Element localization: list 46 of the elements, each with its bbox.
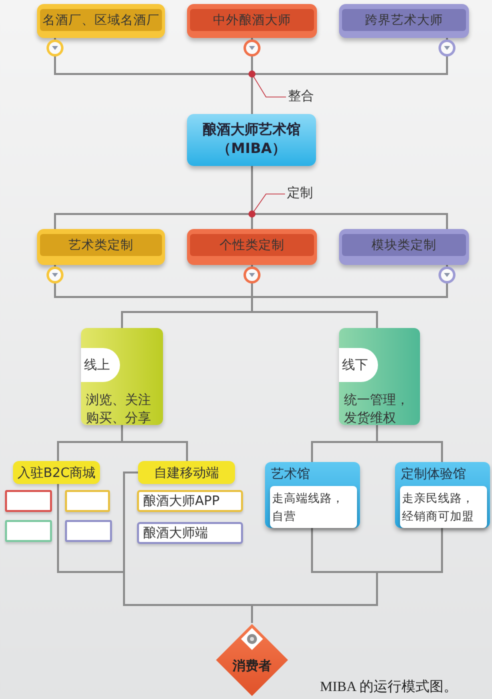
description-text: 浏览、关注购买、分享 — [86, 392, 152, 428]
store-label: 酿酒大师APP — [143, 493, 220, 510]
store-box — [137, 522, 243, 544]
venue-heading: 艺术馆 — [271, 466, 310, 483]
description-text: 走亲民线路，经销商可加盟 — [400, 486, 487, 528]
category-tab — [37, 229, 165, 265]
category-label: 艺术类定制 — [40, 234, 162, 256]
channel-heading: 线下 — [339, 348, 378, 382]
store-box — [65, 490, 110, 512]
edge-label: 整合 — [288, 88, 314, 105]
venue-heading: 定制体验馆 — [401, 466, 466, 483]
category-tab — [187, 229, 317, 265]
category-tab — [187, 4, 317, 38]
category-label: 跨界艺术大师 — [342, 9, 466, 31]
venue-panel — [265, 462, 360, 528]
store-box — [65, 520, 112, 542]
connector-line — [376, 425, 443, 462]
channel-tag — [138, 461, 235, 484]
category-tab — [37, 4, 165, 38]
consumer-label: 消费者 — [232, 658, 272, 675]
channel-label: 入驻B2C商城 — [17, 464, 96, 482]
consumer-diamond — [215, 623, 289, 697]
channel-heading: 线上 — [81, 348, 120, 382]
store-label: 酿酒大师端 — [143, 525, 208, 542]
description-text: 统一管理，发货维权 — [344, 392, 410, 428]
channel-card — [339, 328, 420, 425]
venue-panel — [395, 462, 490, 528]
channel-label: 自建移动端 — [154, 464, 219, 482]
caption-text: MIBA 的运行模式图。 — [320, 678, 458, 696]
category-label: 个性类定制 — [190, 234, 314, 256]
connector-line — [251, 528, 443, 623]
store-box — [5, 490, 52, 512]
category-label: 模块类定制 — [342, 234, 466, 256]
hub-title: 酿酒大师艺术馆（MIBA） — [202, 121, 302, 159]
store-box — [137, 490, 243, 512]
channel-card — [81, 328, 163, 425]
category-label: 中外酿酒大师 — [190, 9, 314, 31]
category-tab — [339, 4, 469, 38]
channel-tag — [13, 461, 100, 484]
category-label: 名酒厂、区域名酒厂 — [40, 9, 162, 31]
hub-box — [187, 114, 316, 166]
description-text: 走高端线路，自营 — [270, 486, 357, 528]
category-tab — [339, 229, 469, 265]
edge-label: 定制 — [287, 185, 313, 202]
store-box — [5, 520, 52, 542]
connector-line — [121, 425, 188, 461]
